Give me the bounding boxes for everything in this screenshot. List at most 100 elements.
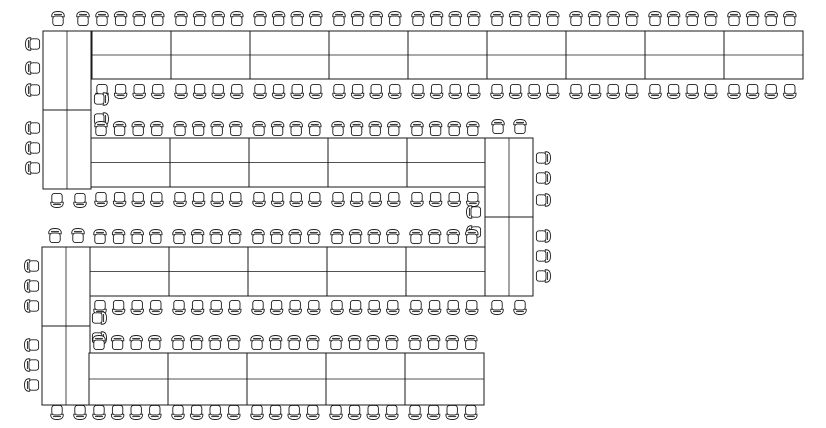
chair-icon [465,299,479,315]
chair-icon [330,299,344,315]
chair-icon [111,229,126,245]
chair-icon [172,299,186,315]
chair-icon [447,191,461,207]
chair-icon [253,83,267,99]
chair-icon [209,229,223,245]
chair-icon [535,269,551,283]
chair-icon [308,191,322,207]
chair-icon [527,11,541,27]
chair-icon [307,229,321,245]
chair-icon [250,404,264,420]
chair-icon [385,335,399,351]
chair-icon [271,11,286,27]
chair-icon [546,11,560,27]
chair-icon [25,161,41,175]
chair-icon [535,193,551,207]
chair-icon [385,404,399,420]
chair-icon [535,151,551,165]
chair-icon [112,191,127,207]
chair-icon [132,11,146,27]
chair-icon [110,404,125,420]
chair-icon [192,11,207,27]
chair-icon [727,11,741,27]
chair-icon [330,229,344,245]
chair-icon [764,11,778,27]
chair-icon [25,37,41,51]
chair-icon [174,83,188,99]
chair-icon [704,11,718,27]
chair-icon [229,121,243,137]
chair-icon [666,11,681,27]
chair-icon [191,191,206,207]
chair-icon [150,191,164,207]
chair-icon [348,229,363,245]
chair-icon [409,229,423,245]
chair-icon [685,83,699,99]
chair-icon [253,11,267,27]
chair-icon [149,299,163,315]
chair-icon [25,141,41,155]
chair-icon [587,11,602,27]
chair-icon [190,299,205,315]
chair-icon [173,191,187,207]
chair-icon [93,229,107,245]
chair-icon [290,83,304,99]
chair-icon [587,83,602,99]
chair-icon [24,259,40,273]
chair-icon [465,229,479,245]
chair-icon [783,11,797,27]
chair-icon [227,335,241,351]
chair-icon [50,192,64,208]
chair-icon [190,229,205,245]
chair-icon [228,299,242,315]
chair-icon [269,229,284,245]
chair-icon [606,83,620,99]
chair-icon [329,404,343,420]
chair-icon [24,338,40,352]
chair-icon [251,299,265,315]
chair-icon [411,11,425,27]
chair-icon [271,83,286,99]
chair-icon [110,335,125,351]
chair-icon [447,121,461,137]
chair-icon [332,83,346,99]
chair-icon [71,228,85,244]
chair-icon [113,83,128,99]
chair-icon [490,83,504,99]
chair-icon [427,229,442,245]
chair-icon [289,121,303,137]
chair-icon [208,404,222,420]
chair-icon [446,299,460,315]
chair-icon [48,228,62,244]
chair-icon [367,229,381,245]
chair-icon [783,83,797,99]
chair-icon [464,335,478,351]
chair-icon [349,121,364,137]
chair-icon [467,83,481,99]
chair-icon [50,404,64,420]
chair-icon [308,121,322,137]
chair-icon [151,83,165,99]
chair-icon [386,299,400,315]
chair-icon [268,335,283,351]
chair-icon [429,83,444,99]
chair-icon [94,191,108,207]
chair-icon [535,229,551,243]
chair-icon [211,11,225,27]
chair-icon [429,11,444,27]
chair-icon [151,11,165,27]
chair-icon [288,229,302,245]
chair-icon [92,404,106,420]
chair-icon [270,191,285,207]
chair-icon [411,83,425,99]
chair-icon [332,11,346,27]
chair-icon [666,83,681,99]
chair-icon [387,191,401,207]
chair-icon [130,229,144,245]
chair-icon [211,83,225,99]
chair-icon [251,229,265,245]
chair-icon [387,121,401,137]
chair-icon [230,83,244,99]
chair-icon [508,83,523,99]
chair-icon [428,121,443,137]
